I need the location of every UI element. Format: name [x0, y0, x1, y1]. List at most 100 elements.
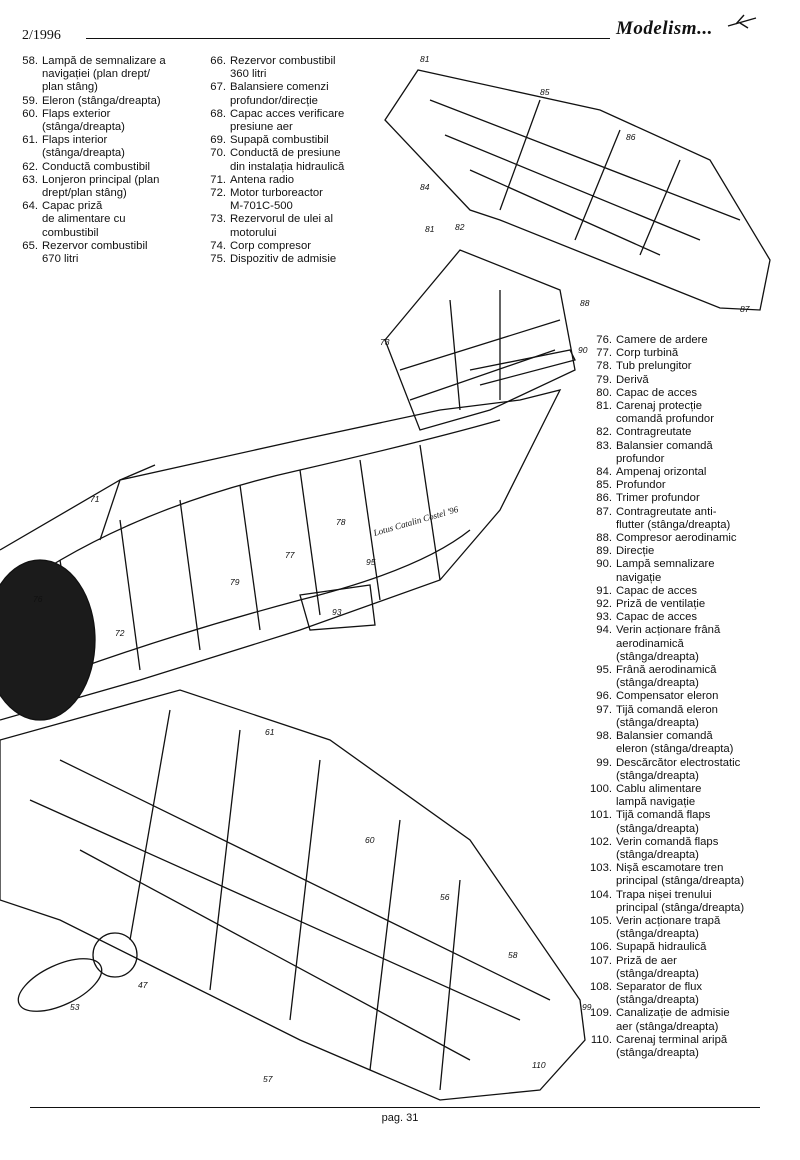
legend-item: 102.Verin comandă flaps (stânga/dreapta) [582, 836, 772, 862]
legend-item: 68.Capac acces verificare presiune aer [202, 108, 382, 134]
legend-item-number: 100. [590, 782, 612, 795]
legend-item-text: Verin acționare frână aerodinamică (stân… [616, 624, 721, 663]
legend-item: 81.Carenaj protecție comandă profundor [582, 400, 772, 426]
side-intake [299, 584, 376, 631]
legend-item-number: 91. [596, 584, 612, 597]
legend-item-number: 71. [210, 173, 226, 186]
legend-item: 66.Rezervor combustibil 360 litri [202, 55, 382, 81]
radio-antenna [99, 464, 156, 541]
legend-item: 104.Trapa nișei trenului principal (stân… [582, 889, 772, 915]
svg-text:72: 72 [115, 628, 125, 638]
svg-text:47: 47 [138, 980, 148, 990]
legend-item-number: 69. [210, 134, 226, 147]
svg-text:79: 79 [230, 577, 240, 587]
legend-item: 103.Nișă escamotare tren principal (stân… [582, 862, 772, 888]
legend-item-text: Conductă combustibil [42, 160, 151, 173]
legend-item-text: Motor turboreactor M-701C-500 [230, 187, 323, 213]
legend-item: 86.Trimer profundor [582, 492, 772, 505]
svg-text:81: 81 [425, 224, 435, 234]
svg-text:84: 84 [420, 182, 430, 192]
legend-item-number: 81. [596, 400, 612, 413]
legend-item-text: Cablu alimentare lampă navigație [616, 782, 702, 809]
legend-item: 76.Camere de ardere [582, 334, 772, 347]
legend-item: 94.Verin acționare frână aerodinamică (s… [582, 624, 772, 664]
legend-item: 84.Ampenaj orizontal [582, 466, 772, 479]
legend-item: 88.Compresor aerodinamic [582, 532, 772, 545]
legend-item: 93.Capac de acces [582, 611, 772, 624]
legend-item: 110.Carenaj terminal aripă (stânga/dreap… [582, 1034, 772, 1060]
legend-item: 60.Flaps exterior (stânga/dreapta) [14, 108, 194, 134]
legend-item-number: 88. [596, 532, 612, 545]
legend-item-number: 78. [596, 360, 612, 373]
legend-item: 78. Tub prelungitor [582, 360, 772, 373]
svg-text:88: 88 [580, 298, 590, 308]
legend-item: 59.Eleron (stânga/dreapta) [14, 95, 194, 108]
legend-item: 67. Balansiere comenzi profundor/direcție [202, 81, 382, 107]
legend-item-text: Descărcător electrostatic (stânga/dreapt… [616, 756, 741, 782]
legend-item-number: 92. [596, 598, 612, 611]
legend-item-number: 67. [210, 81, 226, 94]
legend-item-text: Priză de ventilație [616, 598, 706, 611]
magazine-logo: Modelism... [616, 18, 713, 39]
legend-item: 74. Corp compresor [202, 240, 382, 253]
horizontal-stabilizer [384, 69, 771, 311]
legend-item-text: Capac de acces [616, 386, 698, 399]
svg-text:110: 110 [532, 1060, 546, 1070]
legend-item: 62.Conductă combustibil [14, 161, 194, 174]
legend-item-number: 101. [590, 809, 612, 822]
legend-item-number: 106. [590, 941, 612, 954]
legend-item: 109.Canalizație de admisie aer (stânga/d… [582, 1007, 772, 1033]
legend-item-text: Lonjeron principal (plan drept/plan stân… [42, 173, 160, 200]
legend-item-number: 98. [596, 730, 612, 743]
legend-item-number: 99. [596, 756, 612, 769]
legend-item-number: 75. [210, 253, 226, 266]
legend-item-number: 103. [590, 862, 612, 875]
svg-text:85: 85 [540, 87, 550, 97]
legend-item-text: Balansier comandă profundor [616, 439, 713, 465]
wing-tip-pod [17, 958, 103, 1012]
legend-item-text: Separator de flux (stânga/dreapta) [616, 980, 703, 1007]
legend-item-number: 60. [22, 107, 38, 120]
legend-item-text: Tijă comandă eleron (stânga/dreapta) [616, 703, 718, 729]
airplane-logo-icon [727, 14, 757, 29]
legend-item-text: Camere de ardere [616, 334, 708, 346]
legend-item-number: 77. [596, 347, 612, 360]
legend-item: 99. Descărcător electrostatic (stânga/dre… [582, 757, 772, 783]
legend-item: 90.Lampă semnalizare navigație [582, 558, 772, 584]
svg-text:86: 86 [626, 132, 636, 142]
svg-text:95: 95 [366, 557, 376, 567]
legend-item-text: Tub prelungitor [616, 360, 692, 373]
svg-text:81: 81 [420, 54, 430, 64]
svg-text:76: 76 [33, 594, 43, 604]
legend-item-text: Capac priză de alimentare cu combustibil [42, 200, 126, 239]
legend-item-number: 61. [22, 134, 38, 147]
legend-item-number: 68. [210, 107, 226, 120]
legend-item-text: Frână aerodinamică (stânga/dreapta) [616, 664, 717, 690]
legend-item: 97.Tijă comandă eleron (stânga/dreapta) [582, 704, 772, 730]
legend-item-number: 87. [596, 505, 612, 518]
legend-item-number: 102. [590, 835, 612, 848]
legend-item-number: 74. [210, 239, 226, 252]
svg-text:90: 90 [578, 345, 588, 355]
svg-text:99: 99 [582, 1002, 592, 1012]
legend-item: 69.Supapă combustibil [202, 134, 382, 147]
legend-item: 105.Verin acționare trapă (stânga/dreapt… [582, 915, 772, 941]
legend-item: 91.Capac de acces [582, 585, 772, 598]
svg-text:87: 87 [740, 304, 750, 314]
legend-item-number: 108. [590, 980, 612, 993]
svg-text:57: 57 [263, 1074, 273, 1084]
legend-item-text: Contragreutate [616, 426, 692, 439]
legend-item: 80.Capac de acces [582, 387, 772, 400]
legend-item-text: Derivă [616, 373, 649, 386]
legend-item-text: Canalizație de admisie aer (stânga/dreap… [616, 1007, 730, 1033]
svg-text:73: 73 [380, 337, 390, 347]
vertical-fin [384, 249, 576, 431]
legend-item-text: Corp compresor [230, 239, 311, 252]
legend-item: 96.Compensator eleron [582, 690, 772, 703]
legend-item-text: Antena radio [230, 173, 295, 186]
legend-item-text: Eleron (stânga/dreapta) [42, 94, 161, 107]
legend-item-text: Balansiere comenzi profundor/direcție [230, 81, 329, 107]
legend-item: 98.Balansier comandă eleron (stânga/drea… [582, 730, 772, 756]
legend-item: 92. Priză de ventilație [582, 598, 772, 611]
legend-item: 106.Supapă hidraulică [582, 941, 772, 954]
